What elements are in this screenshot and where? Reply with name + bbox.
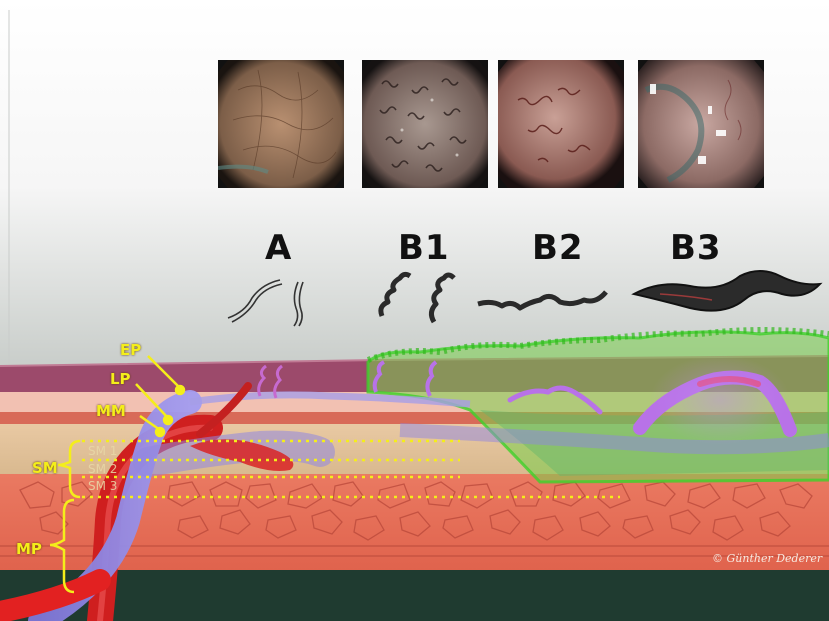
layer-label-sm: SM [32,459,58,477]
serosa-base [0,568,829,621]
endoscopy-image-a [218,60,344,188]
endoscopy-image-b2 [498,60,624,188]
layer-label-ep: EP [120,341,141,359]
type-label-b3: B3 [670,228,722,268]
layer-label-sm1: SM 1 [88,444,117,458]
copyright-credit: © Günther Dederer [712,552,822,565]
layer-label-sm3: SM 3 [88,479,117,493]
endoscopy-image-b3 [638,60,764,188]
layer-label-sm2: SM 2 [88,462,117,476]
layer-label-mp: MP [16,540,42,558]
endoscopy-image-b1 [362,60,488,188]
type-label-b1: B1 [398,228,450,268]
layer-label-lp: LP [110,370,131,388]
layer-label-mm: MM [96,402,126,420]
type-label-a: A [265,228,292,268]
type-label-b2: B2 [532,228,584,268]
